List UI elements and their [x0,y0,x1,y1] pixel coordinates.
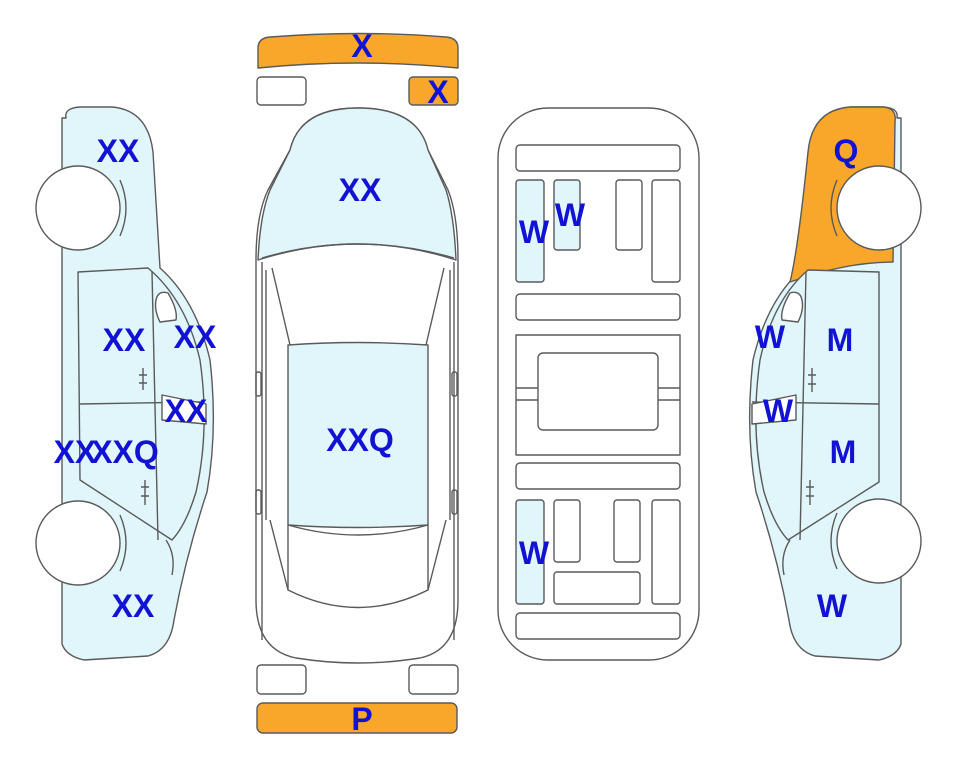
left-front-door-label: XX [102,322,146,358]
right-rear-window-shape [751,394,797,425]
front-right-lamp-shape [408,76,459,106]
hood-label: XX [338,172,382,208]
left-rear-window-label: XX [164,393,208,429]
left-rear-window-shape [161,394,207,425]
rear-bumper [256,702,458,734]
underbody-view [497,107,700,661]
right-rear-quarter-label: W [816,588,848,624]
front-right-lamp-label: X [427,74,449,110]
front-left-lamp [256,76,307,106]
left-sill-label: XX [53,434,97,470]
left-rear-quarter-label: XX [111,588,155,624]
rear-right-lamp [408,664,459,695]
right-rear-window-label: W [762,393,794,429]
roof-label: XXQ [326,422,394,458]
front-bumper-label: X [351,28,373,64]
left-front-window-label: XX [173,319,217,355]
floor-panel-a [515,179,545,283]
floor-panel-c [515,499,545,605]
floor-panel-a-label: W [518,214,550,250]
left-rear-door-label: XXQ [91,434,159,470]
rear-left-lamp [256,664,307,695]
hood-panel [257,107,457,261]
right-side-view [748,106,922,661]
right-rear-wheel [836,498,922,584]
left-front-wheel [35,165,121,251]
right-front-window-label: W [754,319,786,355]
left-front-window-shape [154,291,178,323]
right-front-fender-label: Q [833,133,859,169]
left-rear-wheel [35,500,121,586]
right-front-door-label: M [826,322,854,358]
right-front-window-shape [780,291,804,323]
floor-panel-b [553,179,581,251]
right-front-wheel [836,165,922,251]
floor-panel-b-label: W [554,197,586,233]
floor-panel-c-label: W [518,535,550,571]
underbody-frame [497,107,700,661]
rear-bumper-label: P [351,701,373,737]
front-bumper [257,32,459,69]
top-view [255,32,459,734]
left-side-view [35,106,215,661]
left-front-fender-label: XX [96,133,140,169]
right-rear-door-label: M [829,434,857,470]
